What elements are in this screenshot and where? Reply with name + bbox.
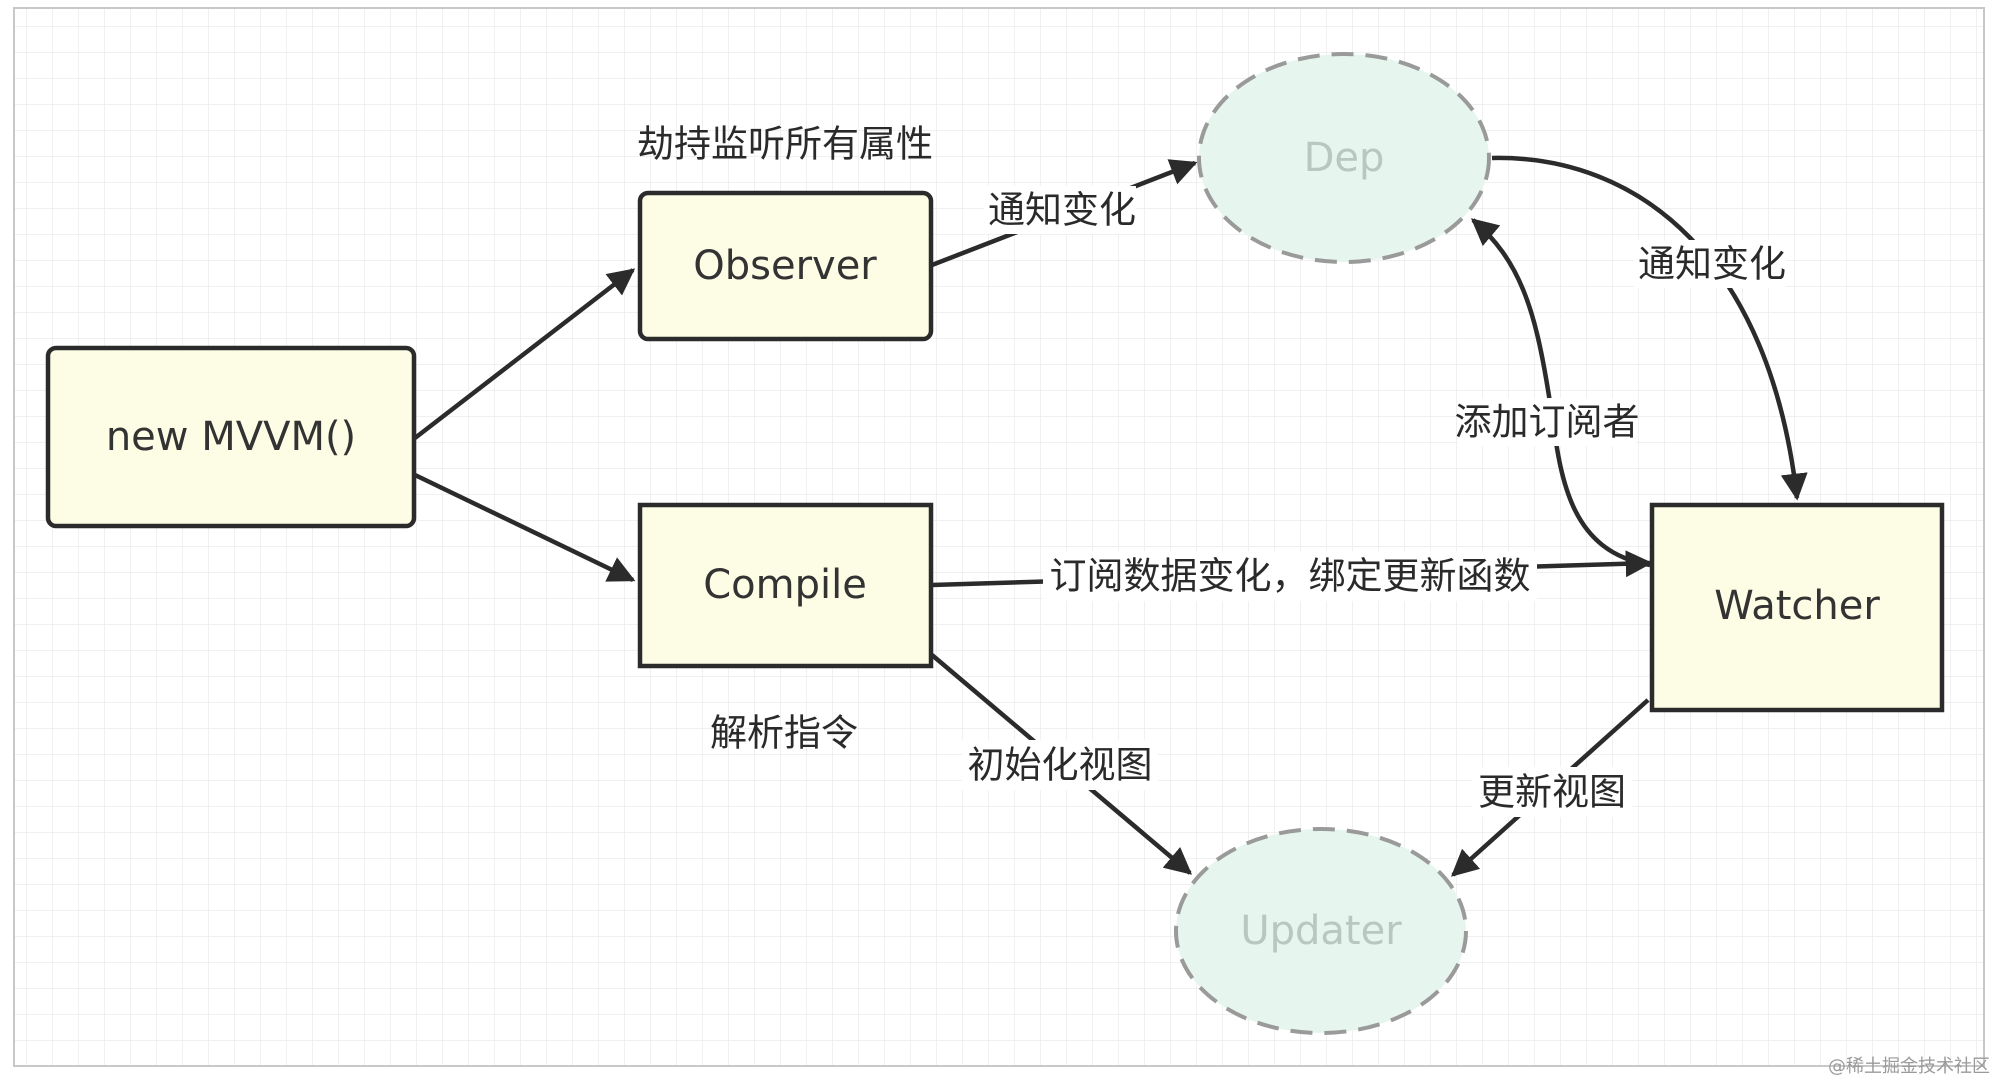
watermark: @稀土掘金技术社区 (1828, 1056, 1990, 1077)
edge-label-watcher-to-dep: 添加订阅者 (1455, 401, 1640, 444)
node-compile[interactable]: Compile (637, 502, 934, 669)
node-new-mvvm-box (45, 345, 417, 529)
compile-annotation: 解析指令 (710, 712, 858, 755)
label-bg-watcher-dep (1458, 398, 1636, 446)
node-new-mvvm-label: new MVVM() (106, 414, 356, 460)
label-bg-observer-dep (984, 186, 1136, 234)
edge-label-compile-to-watcher: 订阅数据变化，绑定更新函数 (1050, 555, 1531, 598)
observer-annotation: 劫持监听所有属性 (637, 123, 933, 166)
edge-label-dep-to-watcher: 通知变化 (1638, 243, 1786, 286)
edge-label-compile-to-updater: 初始化视图 (968, 744, 1153, 787)
node-observer-label: Observer (693, 243, 877, 289)
node-compile-box (637, 502, 934, 669)
node-watcher-box (1649, 502, 1945, 713)
node-compile-label: Compile (703, 562, 867, 608)
edge-dep-to-watcher (1491, 155, 1808, 501)
edge-watcher-to-dep (1470, 218, 1651, 568)
node-watcher-label: Watcher (1714, 583, 1880, 629)
label-bg-watcher-updater (1472, 767, 1632, 817)
edge-label-watcher-to-updater: 更新视图 (1478, 771, 1626, 814)
node-updater-ellipse (1174, 827, 1468, 1035)
node-updater[interactable]: Updater (1174, 827, 1468, 1035)
edge-mvvm-to-observer (413, 268, 636, 440)
node-new-mvvm[interactable]: new MVVM() (45, 345, 417, 529)
node-dep[interactable]: Dep (1197, 52, 1491, 264)
node-observer-box (637, 190, 934, 342)
label-bg-compile-updater (962, 740, 1158, 790)
node-dep-label: Dep (1304, 135, 1385, 181)
node-dep-ellipse (1197, 52, 1491, 264)
label-bg-compile-watcher (1043, 551, 1537, 601)
node-watcher[interactable]: Watcher (1649, 502, 1945, 713)
label-bg-dep-watcher (1634, 240, 1786, 288)
edge-label-observer-to-dep: 通知变化 (988, 189, 1136, 232)
edge-mvvm-to-compile (414, 472, 636, 583)
node-updater-label: Updater (1240, 908, 1402, 954)
node-observer[interactable]: Observer (637, 190, 934, 342)
